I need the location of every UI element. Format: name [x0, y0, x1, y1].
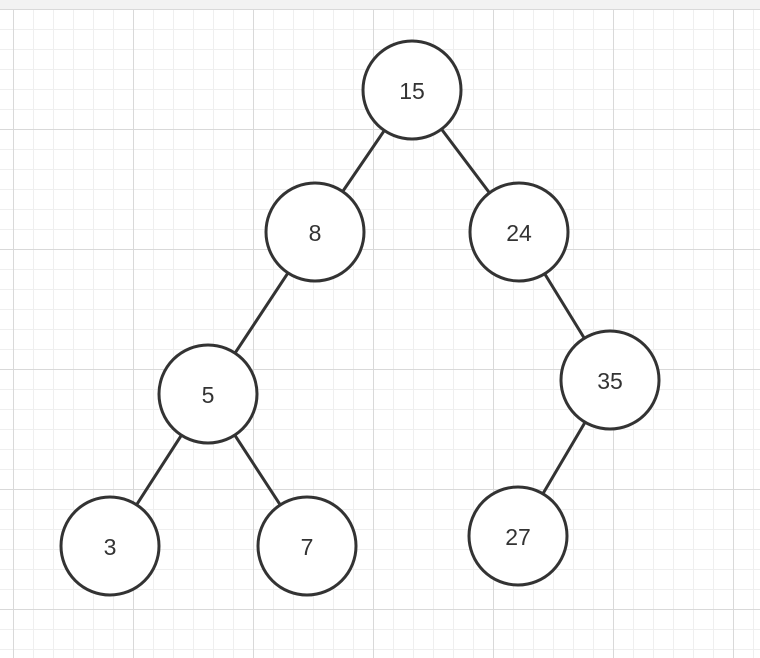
node-circle — [256, 495, 358, 597]
tree-node: 15 — [361, 39, 463, 141]
node-circle — [559, 329, 661, 431]
node-label: 27 — [505, 524, 531, 550]
top-border-strip — [0, 0, 760, 9]
tree-node: 8 — [264, 181, 366, 283]
tree-node: 35 — [559, 329, 661, 431]
node-circle — [157, 343, 259, 445]
tree-edges — [108, 88, 612, 548]
node-circle — [361, 39, 463, 141]
tree-node: 3 — [59, 495, 161, 597]
tree-node: 27 — [467, 485, 569, 587]
node-label: 8 — [309, 220, 322, 246]
node-label: 35 — [597, 368, 623, 394]
node-circle — [468, 181, 570, 283]
node-label: 15 — [399, 78, 425, 104]
node-circle — [467, 485, 569, 587]
node-circle — [59, 495, 161, 597]
node-label: 5 — [202, 382, 215, 408]
tree-nodes: 15 8 24 5 35 3 7 27 — [59, 39, 661, 597]
tree-node: 5 — [157, 343, 259, 445]
node-label: 7 — [301, 534, 314, 560]
tree-node: 24 — [468, 181, 570, 283]
node-label: 3 — [104, 534, 117, 560]
node-label: 24 — [506, 220, 532, 246]
node-circle — [264, 181, 366, 283]
tree-node: 7 — [256, 495, 358, 597]
